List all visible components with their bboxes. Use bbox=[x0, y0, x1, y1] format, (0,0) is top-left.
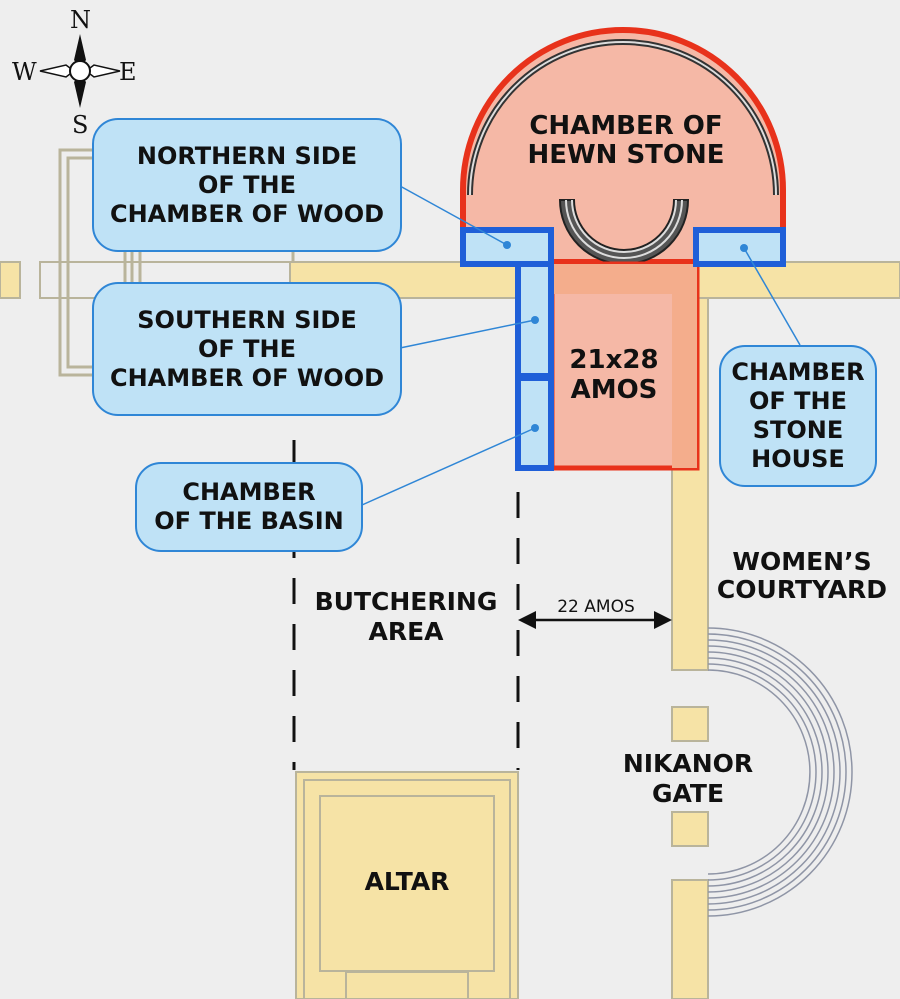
callout-chamber-of-the-basin: CHAMBER OF THE BASIN bbox=[135, 462, 363, 552]
compass-west-label: W bbox=[12, 58, 37, 86]
callout-line: CHAMBER OF WOOD bbox=[109, 199, 385, 228]
chamber-of-hewn-stone bbox=[460, 27, 786, 265]
gate-pillar-north bbox=[671, 706, 709, 742]
courtyard-wall bbox=[671, 297, 709, 671]
dimensions-label-line1: 21x28 bbox=[569, 345, 658, 375]
compass-north-label: N bbox=[70, 6, 91, 34]
chamber-of-the-basin bbox=[515, 375, 554, 471]
callout-line: OF THE bbox=[197, 170, 296, 199]
nikanor-gate-label-line1: NIKANOR bbox=[623, 749, 753, 778]
compass-east-label: E bbox=[119, 58, 137, 86]
distance-arrow bbox=[518, 611, 672, 629]
leader-lines bbox=[361, 185, 801, 506]
callout-line: OF THE bbox=[197, 334, 296, 363]
nikanor-gate-label-line2: GATE bbox=[652, 779, 724, 808]
courtyard-wall-south bbox=[671, 879, 709, 999]
semicircular-steps bbox=[707, 627, 853, 917]
compass-south-label: S bbox=[72, 111, 89, 139]
sanhedrin-seating bbox=[558, 199, 690, 265]
butchering-area-label-line2: AREA bbox=[368, 617, 444, 646]
callout-line: CHAMBER OF WOOD bbox=[109, 363, 385, 392]
callout-line: CHAMBER bbox=[731, 358, 865, 386]
altar bbox=[295, 771, 519, 999]
callout-chamber-of-the-stone-house: CHAMBER OF THE STONE HOUSE bbox=[719, 345, 877, 487]
gate-pillar-south bbox=[671, 811, 709, 847]
womens-courtyard-label-line2: COURTYARD bbox=[717, 575, 887, 604]
callout-line: OF THE bbox=[748, 387, 847, 415]
butchering-area-label-line1: BUTCHERING bbox=[315, 587, 498, 616]
outer-wall-west-stub bbox=[0, 261, 21, 299]
callout-line: CHAMBER bbox=[182, 478, 316, 506]
distance-label: 22 AMOS bbox=[557, 597, 635, 617]
dimensions-label-line2: AMOS bbox=[571, 375, 658, 405]
hewn-stone-label-line2: HEWN STONE bbox=[527, 140, 724, 170]
womens-courtyard-label-line1: WOMEN’S bbox=[732, 547, 871, 576]
callout-line: STONE bbox=[752, 416, 844, 444]
compass-rose-icon bbox=[39, 34, 121, 108]
callout-northern-side-chamber-of-wood: NORTHERN SIDE OF THE CHAMBER OF WOOD bbox=[92, 118, 402, 252]
hewn-stone-label-line1: CHAMBER OF bbox=[529, 111, 722, 141]
altar-label: ALTAR bbox=[365, 867, 450, 896]
chamber-of-stone-house bbox=[693, 227, 786, 267]
callout-line: SOUTHERN SIDE bbox=[137, 305, 357, 334]
callout-line: NORTHERN SIDE bbox=[136, 141, 358, 170]
leader-dots bbox=[503, 241, 748, 432]
callout-line: HOUSE bbox=[751, 445, 845, 473]
callout-southern-side-chamber-of-wood: SOUTHERN SIDE OF THE CHAMBER OF WOOD bbox=[92, 282, 402, 416]
callout-line: OF THE BASIN bbox=[154, 507, 344, 535]
